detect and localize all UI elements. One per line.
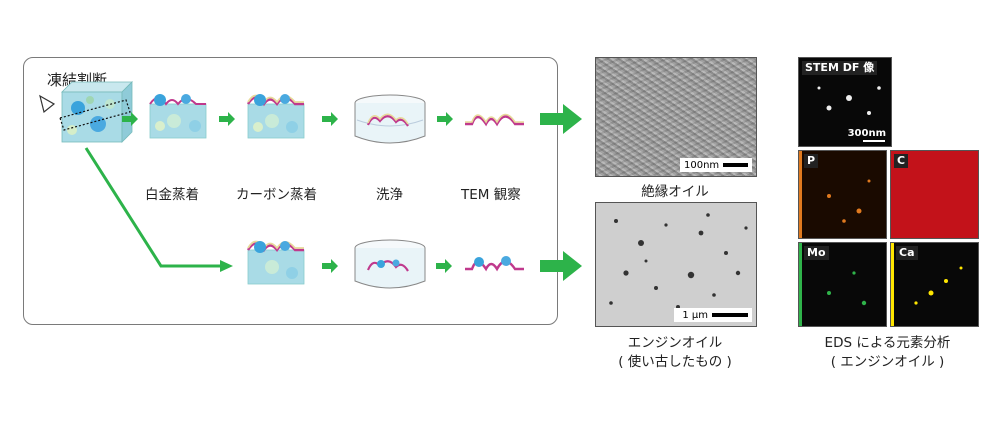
ca-distribution [914,266,963,305]
replica-with-particles [465,256,524,272]
engine-oil-micrograph: 1 μm [595,202,757,327]
map-label: P [804,154,819,168]
branch-arrow [84,147,222,268]
eds-map-ca: Ca [890,242,979,327]
scale-bar-label: 1 μm [682,309,708,321]
mo-distribution [827,271,867,306]
step-label-platinum: 白金蒸着 [145,187,199,203]
washing-dish-bottom [354,239,426,289]
washing-dish [354,94,426,144]
replica-film [465,113,524,127]
insulating-oil-caption: 絶縁オイル [641,184,709,200]
map-label: Mo [804,246,829,260]
eds-map-c: C [890,150,979,239]
map-color-strip [891,243,894,326]
map-color-strip [799,151,802,238]
stem-label: STEM DF 像 [802,61,878,75]
map-label: Ca [896,246,918,260]
step-label-tem: TEM 観察 [461,187,521,203]
eds-map-p: P [798,150,887,239]
map-color-strip [799,243,802,326]
p-distribution [827,179,871,223]
carbon-coated-block [246,94,305,139]
scale-bar-label: 100nm [684,159,720,171]
stem-scale-line [863,140,885,142]
top-row-arrows [122,104,582,134]
stem-df-image: STEM DF 像 300nm [798,57,892,147]
scale-bar-line [723,163,748,167]
bottom-row-arrows [322,251,582,281]
map-label: C [894,154,909,168]
scale-bar: 1 μm [674,308,752,322]
scale-bar-line [712,313,748,317]
sample-cube [59,81,133,143]
stem-scale-label: 300nm [847,128,886,139]
knife-icon [39,94,56,114]
coated-block-bottom [246,240,305,285]
eds-caption-sub: ( エンジンオイル ) [830,354,945,370]
engine-oil-caption: エンジンオイル [627,335,723,351]
stem-particles [817,86,881,115]
engine-oil-caption-sub: ( 使い古したもの ) [618,354,732,370]
scale-bar: 100nm [680,158,752,172]
step-label-carbon: カーボン蒸着 [236,187,317,203]
platinum-coated-block [149,94,207,139]
insulating-oil-micrograph: 100nm [595,57,757,177]
eds-map-mo: Mo [798,242,887,327]
eds-caption: EDS による元素分析 [824,335,951,351]
step-label-washing: 洗浄 [376,187,403,203]
